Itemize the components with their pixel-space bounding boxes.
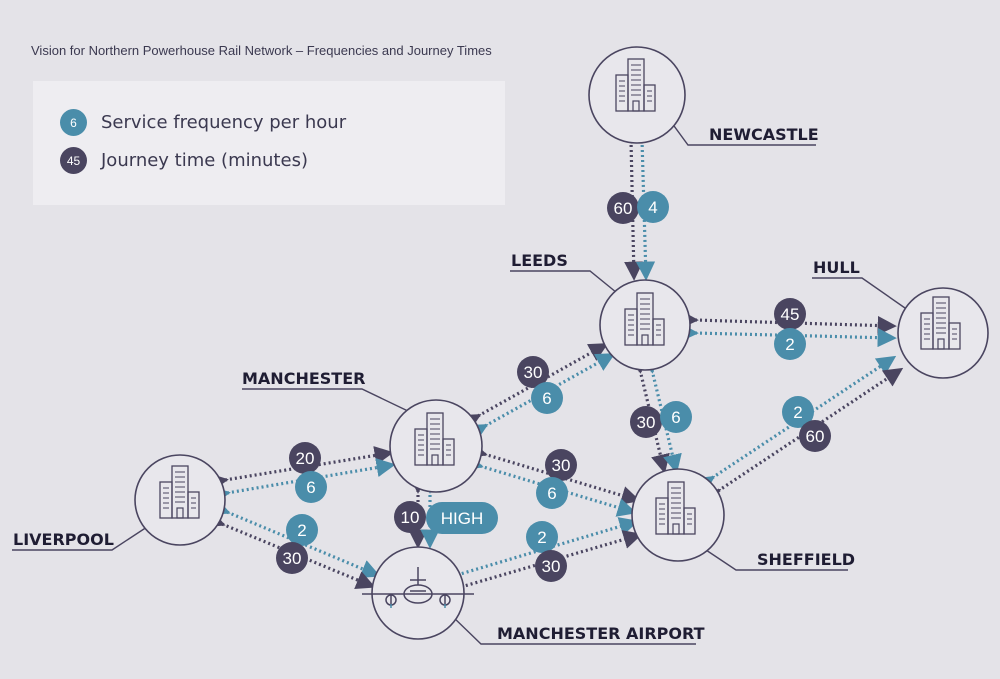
route-line-airport-sheffield-time bbox=[443, 530, 643, 601]
leeds-hull-frequency-badge bbox=[774, 328, 806, 360]
diagram-title: Vision for Northern Powerhouse Rail Netw… bbox=[31, 43, 492, 58]
liverpool-label: LIVERPOOL bbox=[13, 530, 114, 549]
route-line-sheffield-hull-time bbox=[699, 367, 904, 508]
route-line-leeds-hull-frequency bbox=[679, 323, 897, 348]
airport-leader-line bbox=[450, 614, 696, 645]
hull-label: HULL bbox=[813, 258, 860, 277]
sheffield-label: SHEFFIELD bbox=[757, 550, 855, 569]
manchester-leeds-frequency-badge bbox=[531, 382, 563, 414]
manchester-airport-time-value: 10 bbox=[401, 508, 420, 527]
leeds-sheffield-frequency-value: 6 bbox=[671, 408, 680, 427]
liverpool-manchester-frequency-value: 6 bbox=[306, 478, 315, 497]
leeds-sheffield-frequency-badge bbox=[660, 401, 692, 433]
newcastle-leeds-frequency-value: 4 bbox=[648, 198, 657, 217]
leeds-hull-frequency-value: 2 bbox=[785, 335, 794, 354]
legend-journey-time: 45 Journey time (minutes) bbox=[60, 147, 308, 174]
leeds-leader-line bbox=[510, 270, 623, 298]
route-line-manchester-sheffield-frequency bbox=[462, 452, 637, 517]
airplane-icon bbox=[362, 567, 474, 608]
legend-frequency-label: Service frequency per hour bbox=[101, 112, 347, 133]
manchester-leeds-time-value: 30 bbox=[524, 363, 543, 382]
liverpool-airport-frequency-badge bbox=[286, 514, 318, 546]
leeds-hull-time-badge bbox=[774, 298, 806, 330]
legend-frequency-badge: 6 bbox=[60, 109, 87, 136]
leeds-label: LEEDS bbox=[511, 251, 568, 270]
sheffield-hull-time-value: 60 bbox=[806, 427, 825, 446]
liverpool-airport-frequency-value: 2 bbox=[297, 521, 306, 540]
leeds-node bbox=[599, 279, 691, 371]
liverpool-airport-time-value: 30 bbox=[283, 549, 302, 568]
liverpool-node bbox=[134, 454, 226, 546]
newcastle-label: NEWCASTLE bbox=[709, 125, 819, 144]
airport-sheffield-time-value: 30 bbox=[542, 557, 561, 576]
leeds-sheffield-time-badge bbox=[630, 406, 662, 438]
liverpool-manchester-time-value: 20 bbox=[296, 449, 315, 468]
newcastle-leeds-time-value: 60 bbox=[614, 199, 633, 218]
sheffield-leader-line bbox=[705, 549, 848, 571]
manchester-leeds-frequency-value: 6 bbox=[542, 389, 551, 408]
leeds-sheffield-time-value: 30 bbox=[637, 413, 656, 432]
airport-sheffield-frequency-value: 2 bbox=[537, 528, 546, 547]
manchester-sheffield-frequency-badge bbox=[536, 477, 568, 509]
newcastle-leeds-frequency-badge bbox=[637, 191, 669, 223]
newcastle-leeds-time-badge bbox=[607, 192, 639, 224]
sheffield-hull-frequency-value: 2 bbox=[793, 403, 802, 422]
airport-sheffield-time-badge bbox=[535, 550, 567, 582]
manchester-airport-frequency-badge bbox=[426, 502, 498, 534]
manchester-sheffield-time-badge bbox=[545, 449, 577, 481]
manchester-node bbox=[389, 399, 483, 493]
sheffield-hull-time-badge bbox=[799, 420, 831, 452]
manchester-airport-node bbox=[371, 546, 465, 640]
liverpool-airport-time-badge bbox=[276, 542, 308, 574]
manchester-airport-frequency-value: HIGH bbox=[441, 509, 484, 528]
legend-journey-time-label: Journey time (minutes) bbox=[101, 150, 308, 171]
route-line-manchester-leeds-frequency bbox=[466, 353, 616, 442]
manchester-airport-time-badge bbox=[394, 501, 426, 533]
liverpool-manchester-time-badge bbox=[289, 442, 321, 474]
sheffield-hull-frequency-badge bbox=[782, 396, 814, 428]
manchester-label: MANCHESTER bbox=[242, 369, 365, 388]
liverpool-leader-line bbox=[12, 524, 151, 551]
manchester-airport-label: MANCHESTER AIRPORT bbox=[497, 624, 705, 643]
legend: 6 Service frequency per hour 45 Journey … bbox=[33, 81, 505, 205]
manchester-sheffield-frequency-value: 6 bbox=[547, 484, 556, 503]
leeds-hull-time-value: 45 bbox=[781, 305, 800, 324]
sheffield-node bbox=[631, 468, 725, 562]
legend-frequency: 6 Service frequency per hour bbox=[60, 109, 346, 136]
legend-journey-time-badge: 45 bbox=[60, 147, 87, 174]
hull-leader-line bbox=[812, 277, 906, 309]
airport-sheffield-frequency-badge bbox=[526, 521, 558, 553]
liverpool-manchester-frequency-badge bbox=[295, 471, 327, 503]
manchester-leeds-time-badge bbox=[517, 356, 549, 388]
manchester-leader-line bbox=[242, 388, 411, 413]
manchester-sheffield-time-value: 30 bbox=[552, 456, 571, 475]
